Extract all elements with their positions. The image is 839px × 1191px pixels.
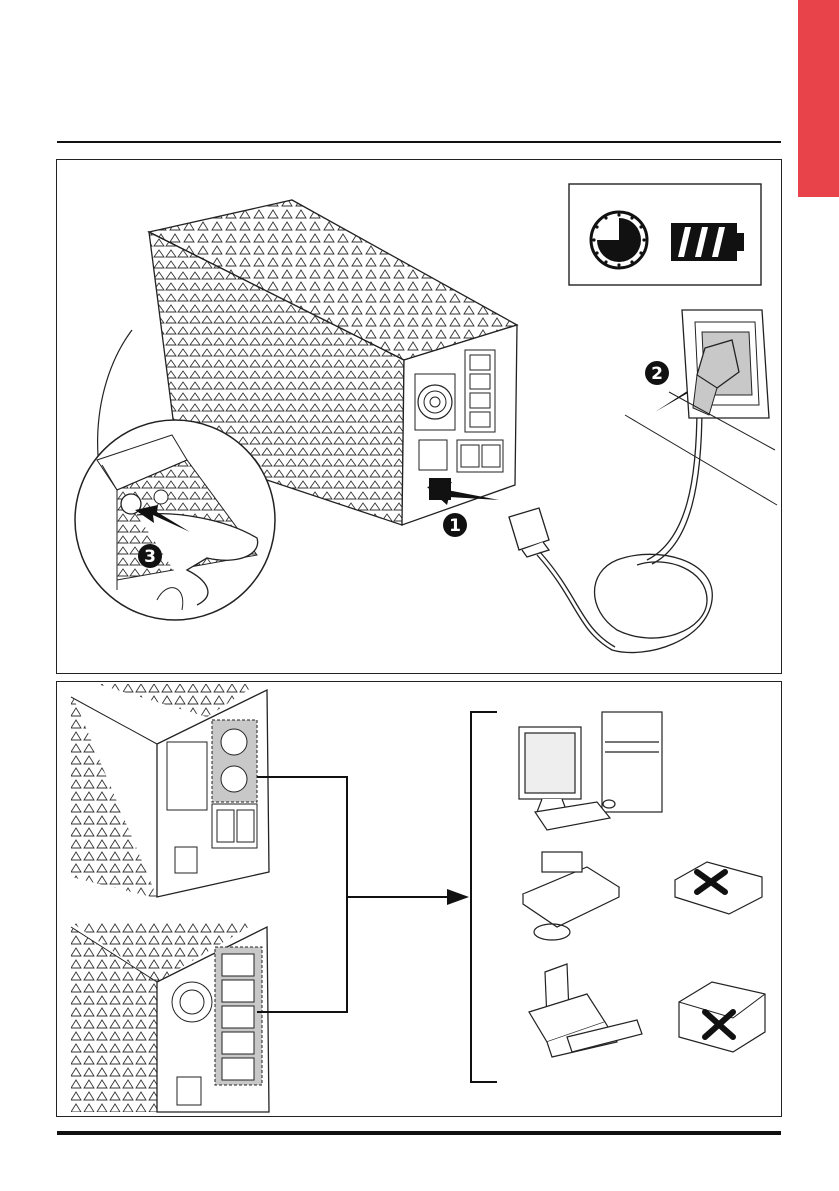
fan-icon	[172, 982, 212, 1022]
step-3-badge: 3	[138, 544, 162, 568]
installation-illustration: 1 2 3	[57, 160, 783, 675]
step-1-badge: 1	[443, 513, 467, 537]
battery-outlets-highlight	[215, 947, 262, 1085]
battery-outlets-highlight	[212, 720, 257, 802]
load-connection-illustration	[57, 682, 783, 1118]
load-connection-panel	[56, 681, 782, 1117]
section-color-tab	[798, 0, 839, 197]
fax-telephone-icon	[523, 852, 619, 940]
computer-workstation-icon	[519, 712, 662, 830]
installation-panel: 1 2 3	[56, 159, 782, 674]
power-cord	[509, 405, 712, 653]
step-2-badge: 2	[645, 361, 669, 385]
footer-rule	[57, 1131, 781, 1135]
surge-only-outlets	[457, 440, 503, 472]
clock-charging-icon	[591, 212, 647, 268]
input-breaker	[419, 440, 447, 470]
inkjet-printer-icon	[529, 964, 642, 1057]
svg-text:2: 2	[651, 364, 663, 384]
photocopier-crossed-icon	[679, 982, 765, 1052]
status-led	[154, 490, 168, 504]
battery-backed-outlets	[465, 350, 495, 432]
device-group-bracket	[471, 712, 497, 1082]
connector-arrow-icon	[447, 889, 469, 905]
outlet-to-device-connector	[257, 777, 447, 1012]
header-rule	[57, 141, 781, 143]
battery-full-icon	[671, 223, 744, 261]
laser-printer-crossed-icon	[675, 862, 762, 914]
fan-icon	[415, 374, 455, 430]
svg-text:3: 3	[144, 547, 156, 567]
charge-indicator-box	[569, 184, 761, 285]
svg-text:1: 1	[449, 516, 461, 536]
ups-rear-closeup-bottom	[71, 922, 269, 1112]
ups-rear-closeup-top	[71, 684, 269, 897]
